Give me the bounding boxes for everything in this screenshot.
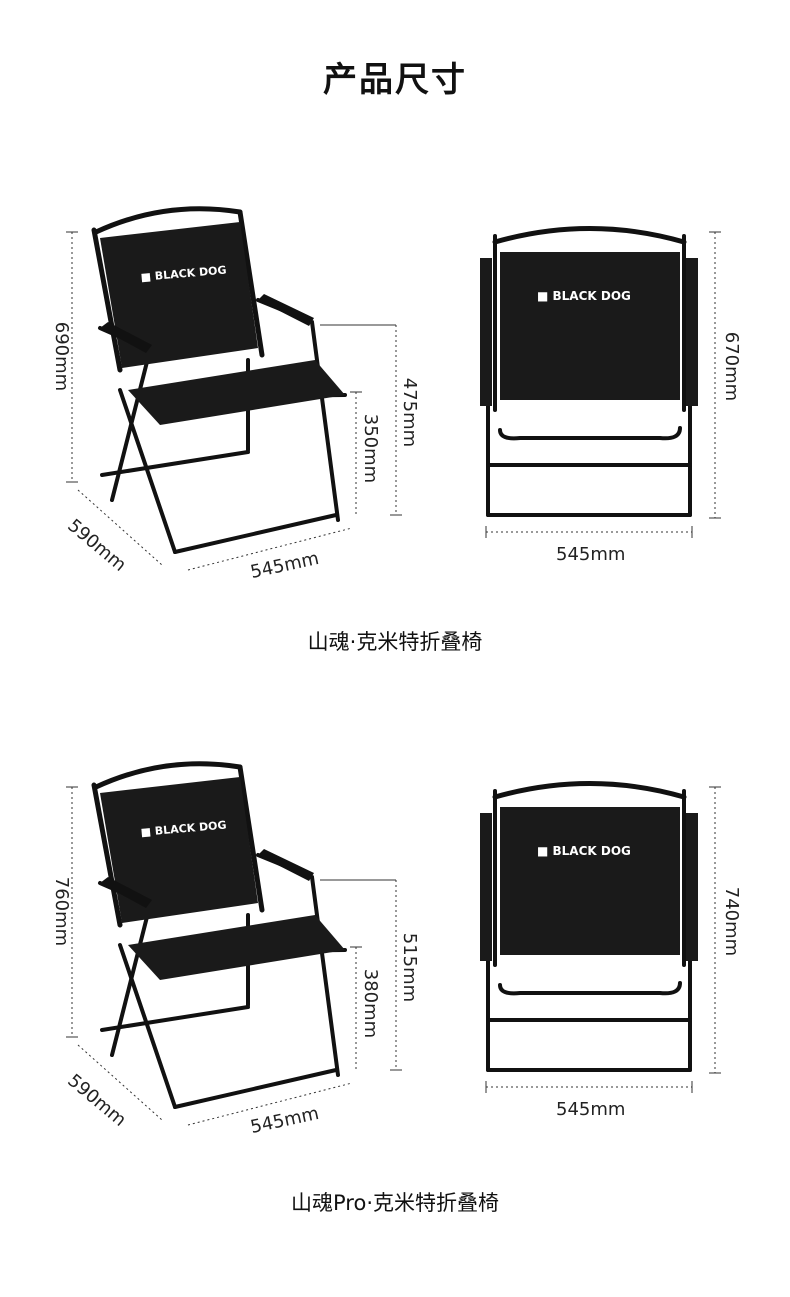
chair-illustrations-2: ■ BLACK DOG ■ BLACK DOG <box>66 761 721 1126</box>
dimension-front-width: 545mm <box>556 544 626 565</box>
dimension-armrest-height: 515mm <box>399 932 421 1003</box>
dimension-seat-height: 380mm <box>360 968 382 1039</box>
dimension-front-height: 740mm <box>721 886 743 957</box>
chair-illustrations-1: ■ BLACK DOG ■ BLACK DOG <box>66 206 721 571</box>
chair-front-view-2 <box>486 781 692 1072</box>
dimension-front-height: 670mm <box>721 331 743 402</box>
product-section-2: ■ BLACK DOG ■ BLACK DOG 760mm 590mm 545m… <box>0 725 790 1285</box>
page-title: 产品尺寸 <box>323 60 467 100</box>
product-caption: 山魂·克米特折叠椅 <box>307 630 483 654</box>
chair-front-view-1 <box>486 226 692 517</box>
product-section-1: ■ BLACK DOG ■ BLACK DOG 690mm 590mm 545m… <box>0 170 790 730</box>
brand-logo: ■ BLACK DOG <box>537 844 631 858</box>
dimension-front-width: 545mm <box>556 1099 626 1120</box>
product-caption: 山魂Pro·克米特折叠椅 <box>291 1191 499 1215</box>
dimension-seat-height: 350mm <box>360 413 382 484</box>
brand-logo: ■ BLACK DOG <box>537 289 631 303</box>
dimension-height: 760mm <box>51 876 73 947</box>
dimension-height: 690mm <box>51 321 73 392</box>
dimension-armrest-height: 475mm <box>399 377 421 448</box>
